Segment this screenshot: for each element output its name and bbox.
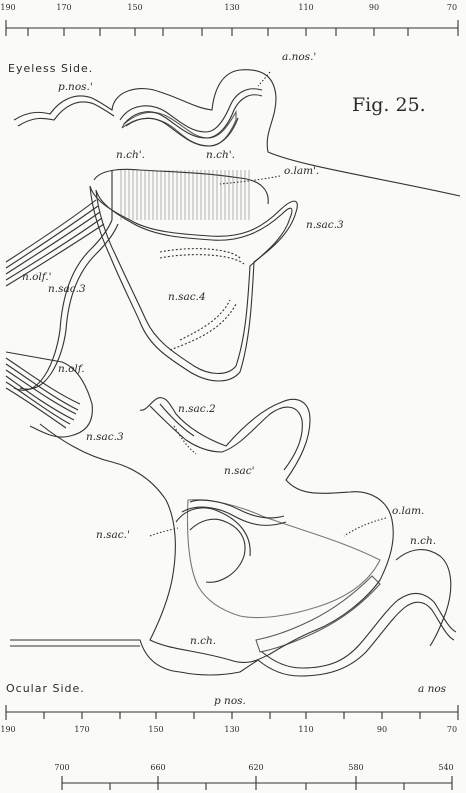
label-n-sac2: n.sac.2 (178, 404, 216, 415)
bottom-scale-label: 110 (298, 726, 313, 734)
top-scale-label: 170 (56, 4, 71, 12)
eyeless-side-caption: Eyeless Side. (8, 62, 93, 75)
top-scale-label: 110 (298, 4, 313, 12)
hatch-upper (120, 170, 250, 220)
bottom-scale-bar-2 (62, 776, 452, 790)
label-o-lam: o.lam. (392, 506, 424, 517)
bottom-scale-label: 90 (377, 726, 387, 734)
label-n-ch-prime-right: n.ch'. (206, 150, 235, 161)
top-scale-label: 70 (447, 4, 457, 12)
hatch-lower-main (187, 500, 380, 618)
eyeless-section (14, 70, 460, 390)
bottom-scale-label: 540 (438, 764, 453, 772)
label-n-ch-bottom: n.ch. (190, 636, 216, 647)
bottom-scale-label: 130 (224, 726, 239, 734)
bottom-scale-label: 580 (348, 764, 363, 772)
bottom-scale-bar-1 (6, 705, 458, 720)
top-scale-label: 190 (0, 4, 15, 12)
label-n-sac-prime-mid: n.sac' (224, 466, 255, 477)
label-p-nos-prime: p.nos.' (58, 82, 93, 93)
label-n-sac3-top: n.sac.3 (306, 220, 344, 231)
figure-number: Fig. 25. (352, 94, 426, 116)
label-a-nos: a nos (418, 684, 446, 695)
olfactory-nerve-fibres-top (6, 200, 104, 286)
hatch-ch-prime (122, 112, 236, 146)
label-n-olf-prime: n.olf.' (22, 272, 52, 283)
bottom-scale-label: 150 (148, 726, 163, 734)
bottom-scale-label: 70 (447, 726, 457, 734)
top-scale-label: 150 (127, 4, 142, 12)
label-a-nos-prime: a.nos.' (282, 52, 316, 63)
leader-lines (150, 72, 386, 536)
label-n-sac3-bottom: n.sac.3 (86, 432, 124, 443)
label-n-sac4: n.sac.4 (168, 292, 206, 303)
label-p-nos: p nos. (214, 696, 246, 707)
bottom-scale-label: 660 (150, 764, 165, 772)
ocular-side-caption: Ocular Side. (6, 682, 85, 695)
bottom-scale-label: 620 (248, 764, 263, 772)
label-n-sac3-left: n.sac.3 (48, 284, 86, 295)
top-scale-label: 130 (224, 4, 239, 12)
top-scale-bar (6, 20, 458, 36)
bottom-scale-label: 170 (74, 726, 89, 734)
bottom-scale-label: 190 (0, 726, 15, 734)
label-n-ch-prime-left: n.ch'. (116, 150, 145, 161)
label-o-lam-prime: o.lam'. (284, 166, 319, 177)
label-n-sac-prime-left: n.sac.' (96, 530, 130, 541)
top-scale-label: 90 (369, 4, 379, 12)
bottom-scale-label: 700 (54, 764, 69, 772)
hatch-lower-ch (256, 576, 380, 652)
label-n-olf: n.olf. (58, 364, 85, 375)
label-n-ch-right: n.ch. (410, 536, 436, 547)
